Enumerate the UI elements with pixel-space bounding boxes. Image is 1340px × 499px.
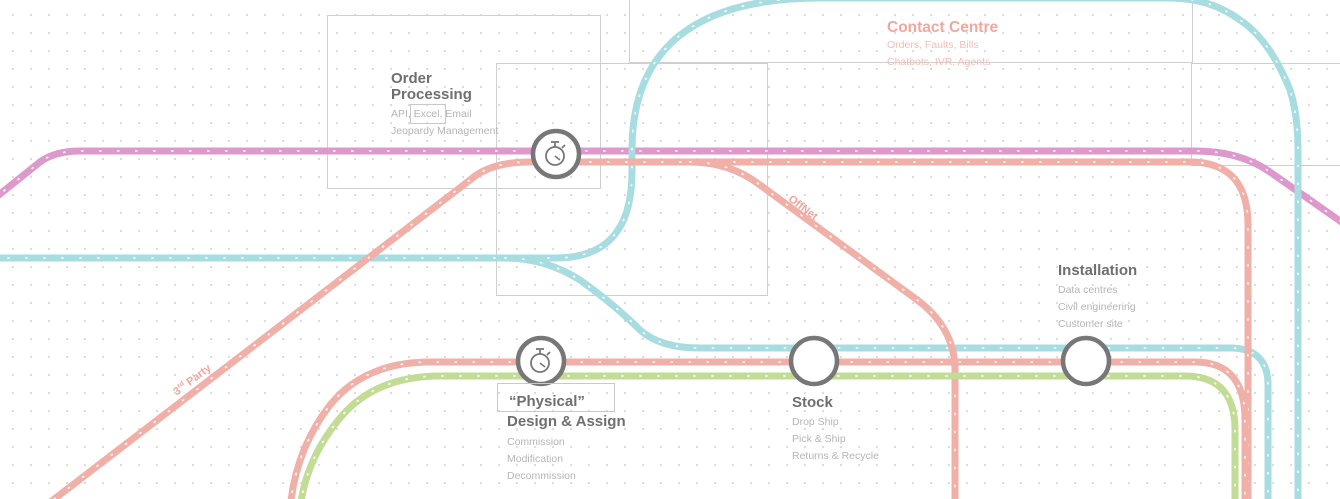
installation-sub-1: Data centres: [1058, 284, 1118, 296]
installation-label: Installation Data centres Civil engineer…: [1058, 263, 1137, 333]
stopwatch-icon: [545, 141, 566, 166]
contact-centre-frame: [629, 0, 1193, 63]
channel-excel: Excel,: [409, 104, 447, 124]
physical-sub-2: Modification: [507, 453, 564, 465]
stock-station[interactable]: [788, 335, 840, 387]
contact-centre-sub-1: Orders, Faults, Bills: [887, 39, 979, 51]
contact-centre-sub-2: Chatbots, IVR, Agents: [887, 56, 991, 68]
teal-line: [0, 0, 1302, 499]
physical-highlight-box: [497, 383, 615, 412]
order-processing-title-1: Order: [391, 70, 432, 87]
channels-post: Email: [442, 108, 472, 120]
installation-sub-3: Customer site: [1058, 318, 1123, 330]
physical-sub-3: Decommission: [507, 470, 576, 482]
channels-pre: API,: [391, 108, 414, 120]
physical-title-2: Design & Assign: [507, 413, 626, 430]
installation-title: Installation: [1058, 262, 1138, 279]
physical-title-1: “Physical”: [509, 393, 585, 410]
stock-sub-1: Drop Ship: [792, 416, 839, 428]
order-processing-channels: API, Excel, Email: [391, 104, 498, 124]
installation-sub-2: Civil engineering: [1058, 301, 1136, 313]
order-processing-title-2: Processing: [391, 86, 472, 103]
order-processing-station[interactable]: [530, 128, 582, 180]
coral-line-offnet: [686, 158, 959, 499]
contact-centre-title: Contact Centre: [887, 19, 999, 36]
stopwatch-icon: [530, 348, 551, 373]
stock-sub-3: Returns & Recycle: [792, 450, 879, 462]
physical-sub-1: Commission: [507, 436, 565, 448]
jeopardy-management: Jeopardy Management: [391, 125, 499, 137]
contact-centre-label: Contact Centre Orders, Faults, Bills Cha…: [887, 19, 998, 71]
stock-label: Stock Drop Ship Pick & Ship Returns & Re…: [792, 395, 879, 465]
green-line: [297, 372, 1239, 499]
physical-label: “Physical” Design & Assign Commission Mo…: [507, 394, 626, 485]
installation-station[interactable]: [1060, 335, 1112, 387]
stock-title: Stock: [792, 394, 833, 411]
order-processing-label: Order Processing API, Excel, Email Jeopa…: [391, 71, 498, 140]
design-zone-frame: [496, 63, 768, 296]
coral-line-lower: [287, 358, 1249, 499]
physical-station[interactable]: [515, 335, 567, 387]
stock-sub-2: Pick & Ship: [792, 433, 846, 445]
